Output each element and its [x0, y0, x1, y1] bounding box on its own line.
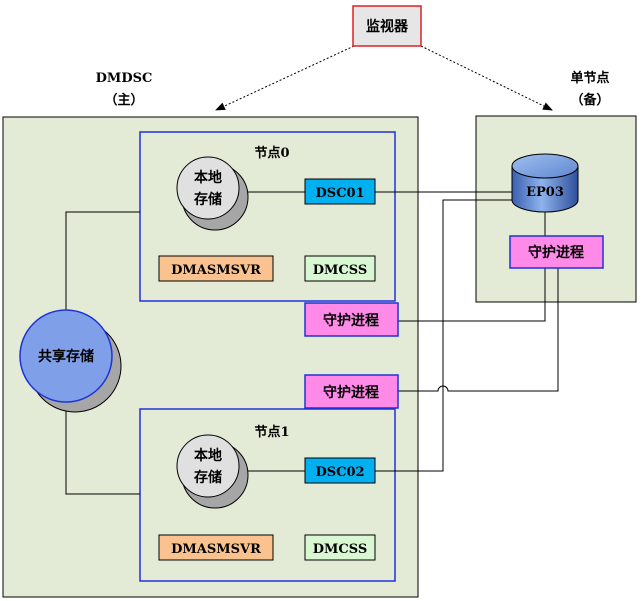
- node1-box: [139, 408, 396, 582]
- monitor-to-standby-arrow: [420, 45, 553, 111]
- node0-watcher-box: 守护进程: [304, 302, 399, 337]
- local-storage0-line2: 存储: [194, 191, 222, 208]
- dsc02-instance-box: DSC02: [304, 457, 376, 484]
- local-storage1-icon: 本地 存储: [176, 434, 249, 509]
- node0-css-box: DMCSS: [304, 255, 376, 282]
- standby-role: （备）: [570, 92, 609, 108]
- primary-cluster-name: DMDSC: [96, 71, 153, 86]
- local-storage0-line1: 本地: [194, 169, 222, 186]
- node1-watcher-label: 守护进程: [323, 384, 379, 401]
- primary-cluster-role: （主）: [104, 92, 143, 108]
- watcher1-to-standby-watcher-line: [398, 268, 559, 392]
- node1-watcher-box: 守护进程: [304, 374, 399, 409]
- node1-asm-box: DMASMSVR: [158, 534, 274, 561]
- node1-css-box: DMCSS: [304, 534, 376, 561]
- shared-storage-icon: 共享存储: [19, 309, 122, 413]
- node0-css-label: DMCSS: [313, 263, 368, 278]
- local-storage1-line1: 本地: [194, 447, 222, 464]
- watcher0-to-standby-watcher-line: [398, 268, 546, 322]
- ep03-label: EP03: [526, 185, 564, 200]
- monitor-box: 监视器: [352, 5, 422, 47]
- node1-title: 节点1: [254, 424, 289, 440]
- ep03-database-icon: EP03: [511, 153, 579, 213]
- node0-asm-label: DMASMSVR: [171, 263, 261, 278]
- shared-storage-to-node1-line: [65, 400, 140, 495]
- local-storage0-icon: 本地 存储: [176, 156, 249, 231]
- local-storage1-line2: 存储: [194, 469, 222, 486]
- monitor-label: 监视器: [366, 18, 409, 35]
- shared-storage-label: 共享存储: [38, 348, 94, 365]
- node1-asm-label: DMASMSVR: [171, 542, 261, 557]
- standby-name: 单节点: [570, 70, 609, 86]
- monitor-to-primary-arrow: [215, 45, 355, 111]
- connections: [65, 45, 559, 495]
- dsc01-instance-box: DSC01: [304, 178, 376, 205]
- node0-asm-box: DMASMSVR: [158, 255, 274, 282]
- standby-watcher-label: 守护进程: [528, 244, 584, 261]
- node0-watcher-label: 守护进程: [323, 312, 379, 329]
- standby-watcher-box: 守护进程: [509, 235, 604, 269]
- node0-title: 节点0: [254, 145, 289, 161]
- dsc02-to-ep03-line: [375, 199, 512, 472]
- dsc02-label: DSC02: [315, 465, 364, 480]
- node0-box: [139, 131, 396, 302]
- shared-storage-to-node0-line: [65, 211, 140, 320]
- dsc01-label: DSC01: [315, 186, 364, 201]
- node1-css-label: DMCSS: [313, 542, 368, 557]
